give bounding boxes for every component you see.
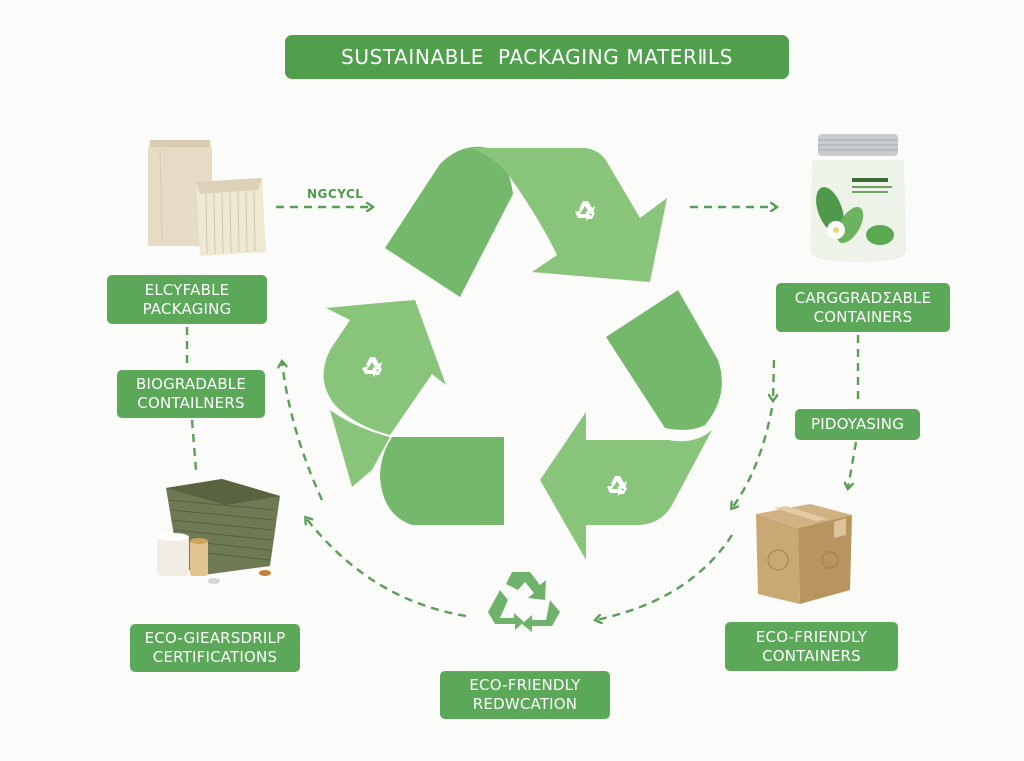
label-line: BIOGRADABLE — [135, 375, 247, 393]
label-line: ELCYFABLE — [144, 280, 230, 299]
label-recyclable-packaging: ELCYFABLE PACKAGING — [107, 275, 267, 324]
cardboard-box-image — [756, 504, 852, 604]
jar-image — [810, 134, 906, 262]
recycle-arrow-right-head — [540, 412, 712, 560]
label-carggradable-containers: CARGGRADΣABLE CONTAINERS — [776, 283, 950, 332]
label-eco-friendly-containers: ECO-FRIENDLY CONTAINERS — [725, 622, 898, 671]
label-line: CONTAINERS — [813, 307, 913, 326]
label-eco-gearsdrilp-certifications: ECO-GIEARSDRILP CERTIFICATIONS — [130, 624, 300, 672]
label-line: PACKAGING — [142, 299, 232, 318]
arrow-right-curve — [732, 407, 774, 508]
arrow-bottom-to-left — [306, 518, 467, 618]
label-line: REDWCATION — [472, 695, 578, 713]
label-line: ECO-GIEARSDRILP — [144, 629, 286, 647]
dashed-connectors — [185, 207, 860, 620]
connector-biogradable-to-crate — [190, 419, 198, 471]
label-pidoyasing: PIDOYASING — [795, 409, 920, 440]
label-line: PIDOYASING — [810, 415, 905, 433]
recycle-icon-small — [488, 572, 560, 632]
recycle-arrow-right-stub — [606, 290, 722, 430]
crate-image — [157, 479, 280, 584]
label-line: ECO-FRIENDLY — [755, 627, 868, 646]
flow-label: NGCYCL — [307, 187, 364, 201]
recycle-arrow-top-head — [470, 148, 667, 282]
label-line: CERTIFICATIONS — [152, 648, 278, 666]
arrow-right-to-bottom — [596, 534, 734, 620]
recycle-arrow-bottom-stub — [380, 437, 504, 525]
label-line: CONTAINERS — [762, 646, 861, 665]
recycle-arrow-top-stub — [385, 146, 513, 297]
recycle-icon — [323, 146, 722, 560]
label-line: CONTAILNERS — [137, 394, 245, 412]
recycle-arrow-left-head — [323, 300, 446, 435]
arrow-pidoyasing-to-box — [848, 441, 858, 488]
label-line: ECO-FRIENDLY — [469, 676, 581, 694]
recycle-arrow-left-tail — [330, 410, 390, 487]
diagram-title: SUSTAINABLE PACKAGING MATERⅡLS — [285, 35, 789, 79]
label-line: CARGGRADΣABLE — [794, 288, 932, 307]
label-biogradable-containers: BIOGRADABLE CONTAILNERS — [117, 370, 265, 418]
label-eco-friendly-reduction: ECO-FRIENDLY REDWCATION — [440, 671, 610, 719]
arrow-down-right — [773, 359, 774, 400]
arrow-up-left — [282, 362, 324, 501]
paper-bags-image — [148, 140, 266, 256]
